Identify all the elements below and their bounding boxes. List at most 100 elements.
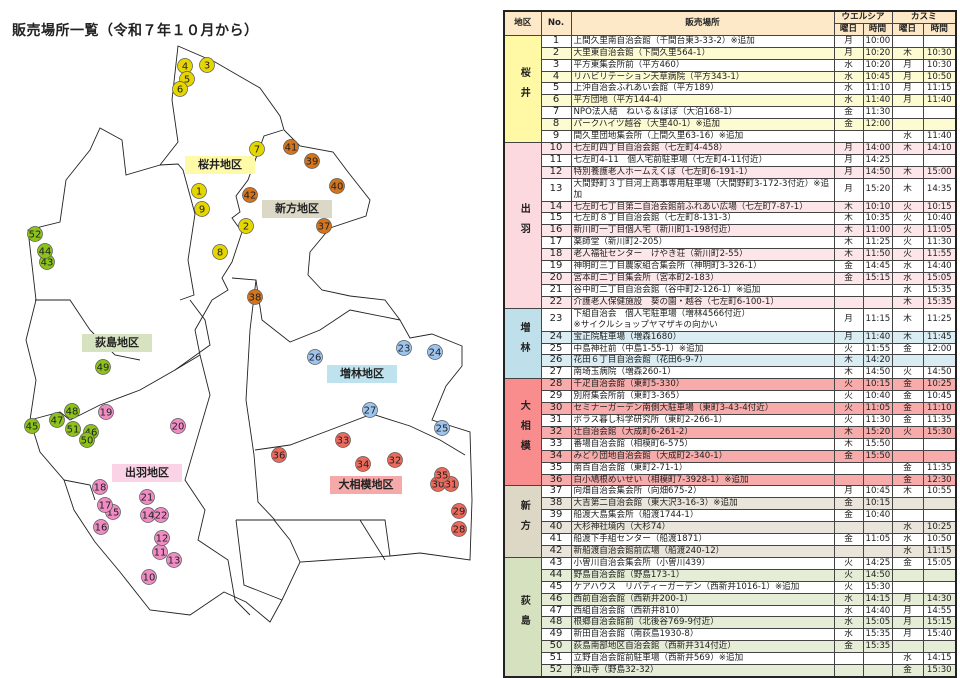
kasumi-time-cell	[922, 118, 957, 132]
place-cell: 船渡大島集会所（船渡1744-1）	[570, 509, 835, 523]
kasumi-time-cell: 11:40	[922, 130, 957, 143]
header-no: No.	[540, 10, 572, 36]
map-marker-8[interactable]: 8	[212, 244, 228, 260]
area-name: 増林	[518, 321, 529, 362]
place-cell: ポラス暮し科学研究所（東町2-266-1）	[570, 414, 835, 427]
no-cell: 51	[540, 652, 572, 666]
kasumi-day-cell: 金	[891, 473, 924, 487]
kasumi-day-cell: 月	[891, 70, 924, 84]
map-marker-24[interactable]: 24	[427, 344, 443, 360]
no-cell: 44	[540, 568, 572, 582]
no-cell: 2	[540, 46, 572, 60]
map-marker-34[interactable]: 34	[355, 456, 371, 472]
welcia-time-cell: 11:10	[862, 82, 893, 96]
map-marker-1[interactable]: 1	[191, 183, 207, 199]
marker-number: 32	[389, 456, 402, 467]
kasumi-day-cell: 水	[891, 260, 924, 273]
place-cell: 宮本町二丁目集会所（宮本町2-183）	[570, 271, 835, 285]
marker-number: 51	[67, 425, 80, 436]
no-cell: 19	[540, 260, 572, 273]
no-cell: 34	[540, 449, 572, 463]
marker-circle	[153, 507, 169, 523]
kasumi-time-cell: 10:25	[922, 378, 957, 392]
map-marker-11[interactable]: 11	[152, 544, 168, 560]
map-marker-33[interactable]: 33	[335, 432, 351, 448]
map-marker-48[interactable]: 48	[64, 403, 80, 419]
map-marker-12[interactable]: 12	[154, 530, 170, 546]
map-marker-49[interactable]: 49	[95, 359, 111, 375]
no-cell: 36	[540, 473, 572, 487]
marker-number: 30	[432, 480, 445, 491]
welcia-day-cell: 月	[833, 307, 864, 332]
map-marker-29[interactable]: 29	[451, 503, 467, 519]
map-marker-22[interactable]: 22	[153, 507, 169, 523]
map-marker-4[interactable]: 4	[177, 58, 193, 74]
welcia-day-cell: 水	[833, 628, 864, 642]
map-marker-3[interactable]: 3	[199, 57, 215, 73]
map-marker-47[interactable]: 47	[49, 412, 65, 428]
map-marker-27[interactable]: 27	[362, 402, 378, 418]
no-cell: 30	[540, 402, 572, 415]
map-marker-26[interactable]: 26	[307, 349, 323, 365]
map-marker-28[interactable]: 28	[451, 521, 467, 537]
marker-circle	[271, 447, 287, 463]
map-marker-23[interactable]: 23	[396, 340, 412, 356]
welcia-time-cell: 11:25	[862, 236, 893, 250]
map-marker-21[interactable]: 21	[139, 489, 155, 505]
marker-number: 38	[249, 293, 262, 304]
welcia-time-cell: 15:30	[862, 580, 893, 594]
map-marker-40[interactable]: 40	[329, 178, 345, 194]
map-marker-38[interactable]: 38	[247, 289, 263, 305]
map-marker-50[interactable]: 50	[79, 432, 95, 448]
map-marker-7[interactable]: 7	[249, 141, 265, 157]
map-marker-6[interactable]: 6	[172, 81, 188, 97]
marker-circle	[396, 340, 412, 356]
map-marker-45[interactable]: 45	[24, 418, 40, 434]
map-marker-32[interactable]: 32	[387, 452, 403, 468]
welcia-day-cell: 金	[833, 106, 864, 120]
map-marker-25[interactable]: 25	[434, 420, 450, 436]
map-marker-19[interactable]: 19	[98, 404, 114, 420]
no-cell: 37	[540, 485, 572, 499]
map-marker-17[interactable]: 17	[97, 497, 113, 513]
map-marker-37[interactable]: 37	[316, 218, 332, 234]
kasumi-day-cell: 金	[891, 556, 924, 570]
map-marker-10[interactable]: 10	[141, 569, 157, 585]
kasumi-day-cell	[891, 118, 924, 132]
kasumi-day-cell: 月	[891, 592, 924, 606]
marker-number: 21	[141, 493, 154, 504]
marker-number: 5	[184, 75, 190, 86]
marker-number: 10	[143, 573, 156, 584]
area-name: 荻島	[518, 594, 530, 635]
map-marker-44[interactable]: 44	[37, 243, 53, 259]
map-marker-18[interactable]: 18	[92, 479, 108, 495]
map-marker-42[interactable]: 42	[242, 187, 258, 203]
map-marker-35[interactable]: 35	[434, 467, 450, 483]
welcia-day-cell: 木	[833, 366, 864, 380]
map-marker-13[interactable]: 13	[166, 552, 182, 568]
welcia-day-cell: 木	[833, 224, 864, 238]
no-cell: 22	[540, 295, 572, 309]
map-marker-41[interactable]: 41	[283, 139, 299, 155]
place-cell: NPO法人結 ねいる＆ぽぽ（大泊168-1）	[570, 106, 835, 120]
map-marker-2[interactable]: 2	[238, 218, 254, 234]
district-label: 出羽地区	[112, 464, 182, 482]
marker-circle	[92, 479, 108, 495]
map-marker-51[interactable]: 51	[65, 421, 81, 437]
map-marker-52[interactable]: 52	[27, 226, 43, 242]
map-marker-36[interactable]: 36	[271, 447, 287, 463]
kasumi-day-cell: 月	[891, 616, 924, 630]
map-marker-20[interactable]: 20	[170, 418, 186, 434]
map-marker-39[interactable]: 39	[304, 153, 320, 169]
map-marker-9[interactable]: 9	[194, 201, 210, 217]
area-cell: 出羽	[503, 141, 542, 309]
marker-number: 31	[445, 480, 458, 491]
welcia-day-cell: 水	[833, 604, 864, 618]
map-marker-16[interactable]: 16	[93, 519, 109, 535]
place-cell: 南百自治会館（東町2-71-1）	[570, 461, 835, 475]
